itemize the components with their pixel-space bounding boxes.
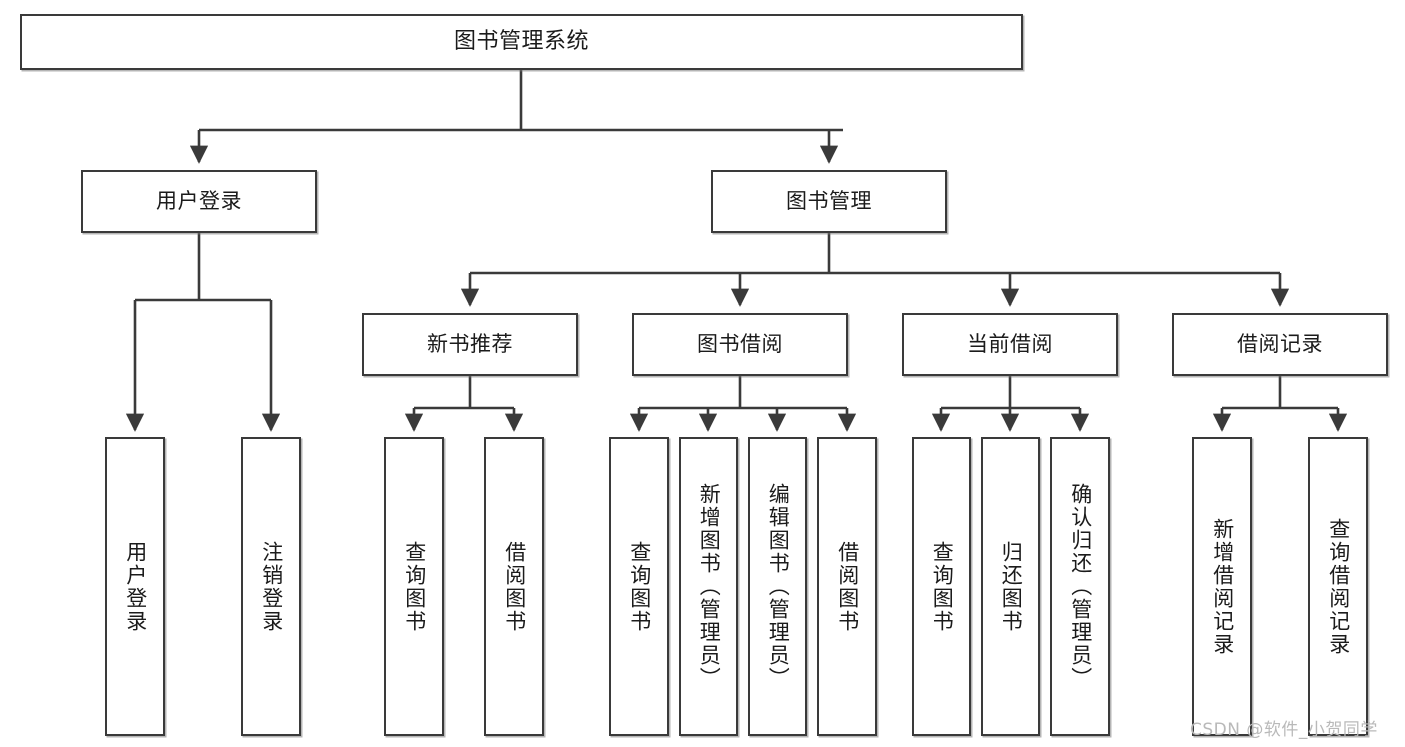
node-leaf-edit-book-admin[interactable]: 编辑图书（管理员） [748,437,807,736]
node-leaf-query-book-borrow[interactable]: 查询图书 [609,437,669,736]
node-leaf-confirm-return-admin[interactable]: 确认归还（管理员） [1050,437,1110,736]
node-label: 确认归还（管理员） [1068,483,1093,690]
node-leaf-add-borrow-record[interactable]: 新增借阅记录 [1192,437,1252,736]
node-book-management[interactable]: 图书管理 [711,170,947,233]
node-borrow-record[interactable]: 借阅记录 [1172,313,1388,376]
node-current-borrow[interactable]: 当前借阅 [902,313,1118,376]
node-leaf-borrow-book[interactable]: 借阅图书 [817,437,877,736]
node-label: 用户登录 [156,188,242,213]
node-leaf-return-book[interactable]: 归还图书 [981,437,1040,736]
node-label: 图书管理 [786,188,872,213]
node-user-login[interactable]: 用户登录 [81,170,317,233]
node-label: 查询图书 [627,540,652,633]
node-label: 新增图书（管理员） [697,483,722,690]
node-label: 借阅图书 [502,540,527,633]
node-leaf-query-book-current[interactable]: 查询图书 [912,437,971,736]
node-label: 新书推荐 [427,331,513,356]
csdn-watermark: CSDN @软件_小贺同学 [1190,720,1378,740]
node-leaf-query-borrow-record[interactable]: 查询借阅记录 [1308,437,1368,736]
node-label: 查询图书 [930,540,955,633]
node-root-book-management-system[interactable]: 图书管理系统 [20,14,1023,70]
node-label: 借阅记录 [1237,331,1323,356]
node-label: 借阅图书 [835,540,860,633]
node-label: 查询图书 [402,540,427,633]
node-label: 新增借阅记录 [1210,517,1235,656]
node-label: 图书借阅 [697,331,783,356]
node-label: 编辑图书（管理员） [766,483,791,690]
node-new-book-recommend[interactable]: 新书推荐 [362,313,578,376]
node-leaf-query-book-recommend[interactable]: 查询图书 [384,437,444,736]
node-label: 查询借阅记录 [1326,517,1351,656]
node-leaf-add-book-admin[interactable]: 新增图书（管理员） [679,437,738,736]
node-label: 注销登录 [259,540,284,633]
node-book-borrow[interactable]: 图书借阅 [632,313,848,376]
node-leaf-user-login[interactable]: 用户登录 [105,437,165,736]
node-leaf-logout[interactable]: 注销登录 [241,437,301,736]
node-label: 归还图书 [999,540,1024,633]
node-label: 用户登录 [123,540,148,633]
node-label: 图书管理系统 [453,28,589,54]
node-leaf-borrow-book-recommend[interactable]: 借阅图书 [484,437,544,736]
node-label: 当前借阅 [967,331,1053,356]
